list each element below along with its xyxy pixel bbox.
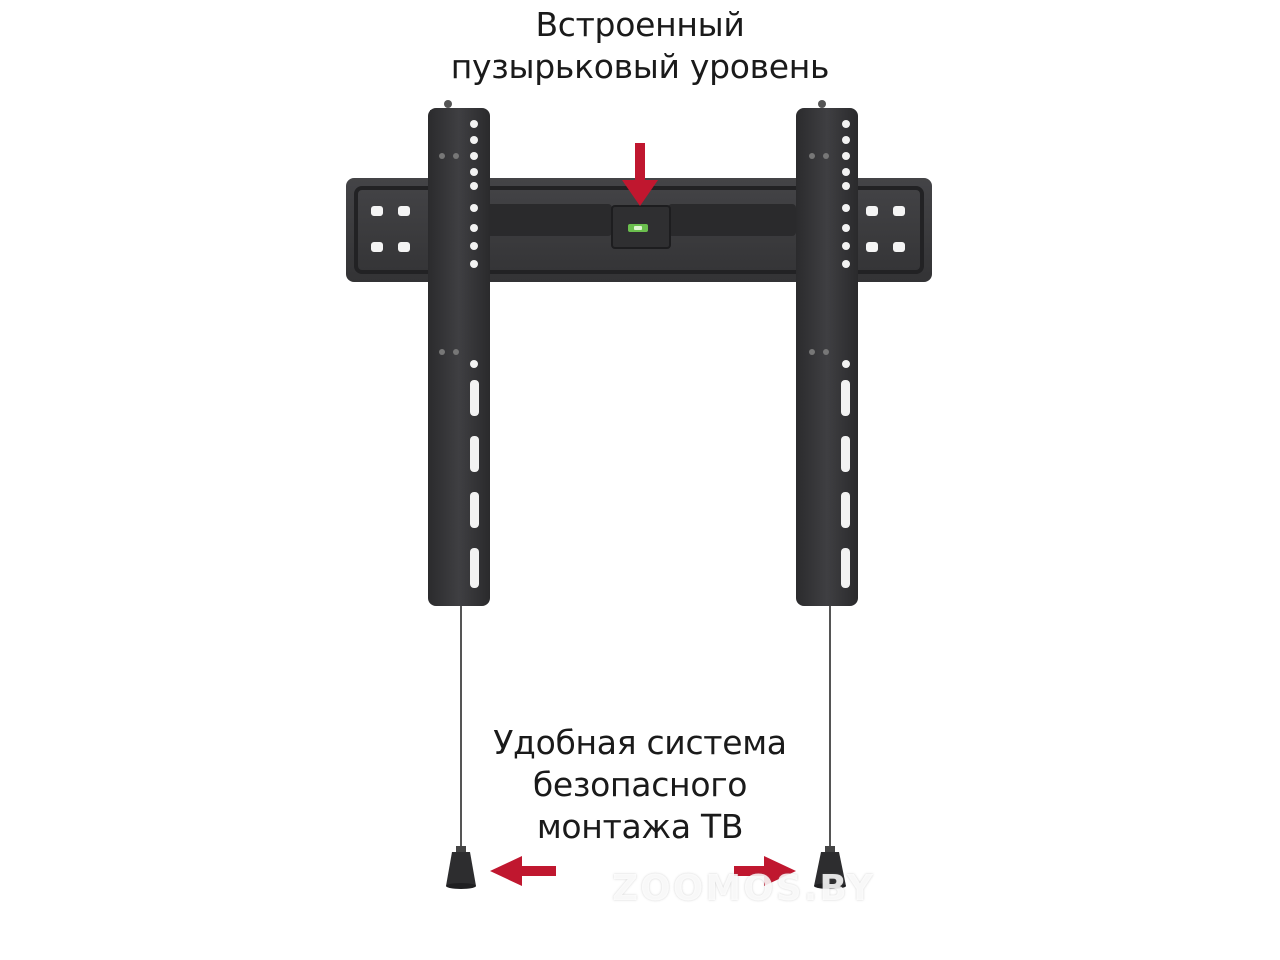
safety-system-caption: Удобная система безопасного монтажа ТВ bbox=[440, 722, 840, 848]
right-bracket-arm bbox=[796, 100, 858, 606]
right-pull-handle bbox=[814, 846, 846, 889]
arrow-left-icon bbox=[490, 856, 556, 886]
caption-line: Удобная система bbox=[493, 723, 787, 762]
bubble-level bbox=[611, 205, 671, 249]
arrow-down-icon bbox=[622, 143, 658, 206]
watermark: ZOOMOS.BY bbox=[612, 868, 875, 909]
bubble-level-caption: Встроенный пузырьковый уровень bbox=[400, 4, 880, 88]
caption-line: безопасного bbox=[532, 765, 748, 804]
left-pull-handle bbox=[446, 846, 476, 889]
left-bracket-arm bbox=[428, 100, 490, 606]
caption-line: монтажа ТВ bbox=[536, 807, 744, 846]
arrow-right-icon bbox=[734, 856, 796, 886]
plate-left-slots bbox=[371, 206, 410, 252]
caption-line: Встроенный bbox=[535, 5, 745, 44]
caption-line: пузырьковый уровень bbox=[450, 47, 830, 86]
plate-right-slots bbox=[866, 206, 905, 252]
